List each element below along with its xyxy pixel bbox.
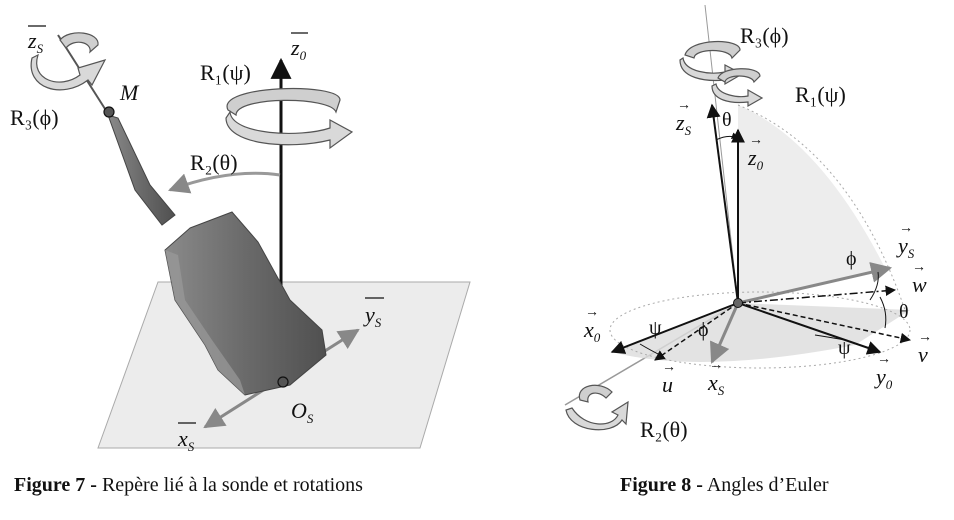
label-ys: yS [896, 233, 915, 261]
label-r1-psi: R₁(ψ) [795, 82, 846, 107]
vec-mark-z0: → [749, 133, 763, 148]
label-zs: zS [675, 110, 692, 138]
figure-7-caption-label: Figure 7 - [14, 474, 97, 496]
angle-theta-top: θ [722, 109, 732, 131]
label-x0: x0 [583, 317, 601, 345]
point-o [277, 376, 289, 388]
phi-arc-right [869, 271, 879, 301]
angle-psi-bottom: ψ [838, 337, 851, 359]
theta-rotation-arc [168, 171, 281, 194]
figure-8-caption: Figure 8 - Angles d’Euler [620, 474, 828, 497]
label-r1-psi: R₁(ψ) [200, 60, 251, 85]
label-os: OS [291, 398, 314, 426]
w-axis [737, 285, 897, 304]
y0-axis [737, 302, 882, 355]
vec-mark-v: → [918, 330, 932, 345]
vec-mark-zs: → [677, 98, 691, 113]
theta-rotation-arrow-icon [565, 384, 629, 431]
figure-7-caption: Figure 7 - Repère lié à la sonde et rota… [14, 474, 363, 497]
angle-psi-left: ψ [649, 317, 662, 339]
figure-8-caption-label: Figure 8 - [620, 474, 703, 496]
point-m [103, 106, 115, 118]
equatorial-ellipse [609, 291, 911, 369]
v-axis [737, 302, 912, 344]
angle-theta-right: θ [899, 301, 909, 323]
label-zs: zS [27, 28, 44, 56]
label-r2-theta: R₂(θ) [190, 150, 238, 175]
label-z0: z0 [747, 145, 764, 173]
nodal-axis-line [704, 4, 739, 304]
label-r3-phi: R₃(ϕ) [740, 23, 789, 48]
label-z0: z0 [290, 35, 307, 63]
vec-mark-x0: → [585, 305, 599, 320]
u-axis [654, 302, 739, 361]
theta-arc-top [715, 132, 739, 141]
vec-mark-w: → [912, 260, 926, 275]
figure-7: z0 zS yS xS M OS R₁(ψ) R₂(θ) R₃(ϕ) [10, 25, 471, 454]
label-y0: y0 [874, 364, 893, 392]
x0-axis [610, 302, 739, 354]
figure-8: R₃(ϕ) R₁(ψ) R₂(θ) zS → z0 → yS → w → v →… [564, 4, 932, 442]
label-ys: yS [363, 302, 382, 330]
horizontal-sector [612, 303, 910, 362]
label-xs: xS [177, 426, 195, 454]
ys-axis [737, 262, 893, 305]
label-r2-theta: R₂(θ) [640, 417, 688, 442]
label-w: w [912, 272, 927, 297]
figure-8-caption-text: Angles d’Euler [702, 474, 829, 496]
psi-arc-bottom [814, 334, 846, 341]
label-r3-phi: R₃(ϕ) [10, 105, 59, 130]
origin-point [733, 298, 743, 308]
angle-phi-left: ϕ [698, 319, 709, 341]
label-v: v [918, 342, 928, 367]
probe [107, 114, 327, 396]
xs-axis [710, 302, 740, 364]
figure-7-caption-text: Repère lié à la sonde et rotations [96, 474, 363, 496]
vec-mark-y0: → [877, 352, 891, 367]
angle-phi-right: ϕ [846, 248, 857, 270]
label-u: u [662, 372, 673, 397]
vertical-sector [738, 105, 885, 303]
vec-mark-xs: → [709, 358, 723, 373]
theta-arc-right [879, 296, 887, 329]
psi-rotation-arrow-icon [711, 68, 764, 108]
label-m: M [119, 80, 140, 105]
vec-mark-ys: → [899, 221, 913, 236]
phi-rotation-arrow-icon [30, 32, 107, 91]
psi-rotation-arrow-icon [225, 87, 354, 150]
psi-arc-left [639, 343, 663, 357]
zs-axis [706, 103, 739, 304]
vec-mark-u: → [662, 360, 676, 375]
label-xs: xS [707, 370, 725, 398]
